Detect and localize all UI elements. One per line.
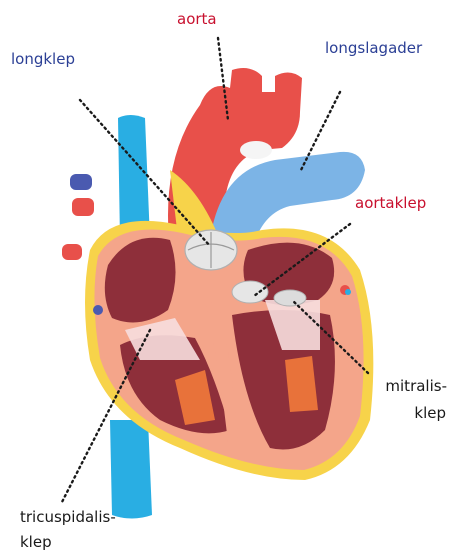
label-aorta: aorta [177, 10, 217, 29]
inferior-vena-cava [110, 420, 152, 519]
label-mitralisklep-line2: klep [414, 404, 446, 423]
label-longslagader: longslagader [325, 39, 422, 58]
mitral-valve [274, 290, 306, 306]
label-aortaklep: aortaklep [355, 194, 426, 213]
label-mitralisklep-line1: mitralis- [385, 377, 447, 396]
aortic-valve [232, 281, 268, 303]
label-tricuspidalisklep-line1: tricuspidalis- [20, 508, 116, 527]
label-tricuspidalisklep-line2: klep [20, 533, 52, 552]
label-longklep: longklep [11, 50, 75, 69]
